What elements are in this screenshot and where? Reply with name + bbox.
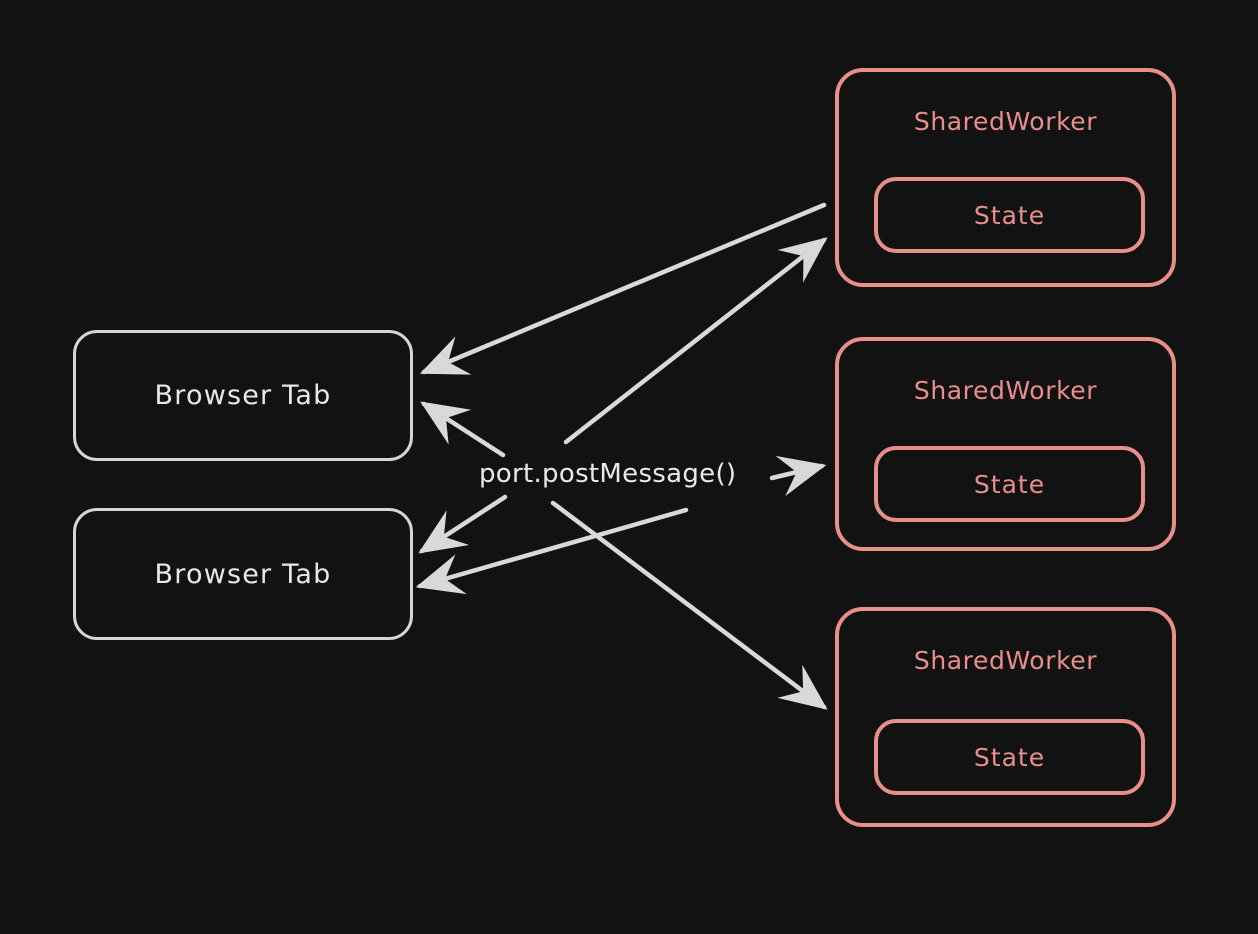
- shared-worker-1-state-label: State: [973, 200, 1046, 230]
- browser-tab-2-label: Browser Tab: [154, 558, 332, 590]
- shared-worker-1-label: SharedWorker: [913, 107, 1098, 136]
- shared-worker-3[interactable]: SharedWorker State: [835, 607, 1176, 827]
- edge-hub-to-tab2: [418, 494, 508, 554]
- edge-label-to-worker2: [769, 455, 827, 497]
- shared-worker-3-state[interactable]: State: [874, 719, 1145, 795]
- edge-hub-to-worker3: [550, 500, 828, 710]
- edge-worker1-to-tab1: [419, 202, 827, 375]
- shared-worker-2-state-label: State: [973, 469, 1046, 499]
- shared-worker-2-state[interactable]: State: [874, 446, 1145, 522]
- browser-tab-2[interactable]: Browser Tab: [73, 508, 413, 640]
- shared-worker-2-label: SharedWorker: [913, 376, 1098, 405]
- edge-hub-to-worker1: [563, 237, 828, 445]
- shared-worker-1-state[interactable]: State: [874, 177, 1145, 253]
- edge-label-post-message: port.postMessage(): [479, 459, 737, 489]
- shared-worker-3-state-label: State: [973, 742, 1046, 772]
- browser-tab-1-label: Browser Tab: [154, 380, 332, 411]
- shared-worker-1[interactable]: SharedWorker State: [835, 68, 1176, 287]
- edge-worker-to-tab2: [415, 507, 689, 595]
- shared-worker-3-label: SharedWorker: [913, 646, 1098, 675]
- browser-tab-1[interactable]: Browser Tab: [73, 330, 413, 461]
- shared-worker-2[interactable]: SharedWorker State: [835, 337, 1176, 551]
- edge-hub-to-tab1: [420, 401, 506, 458]
